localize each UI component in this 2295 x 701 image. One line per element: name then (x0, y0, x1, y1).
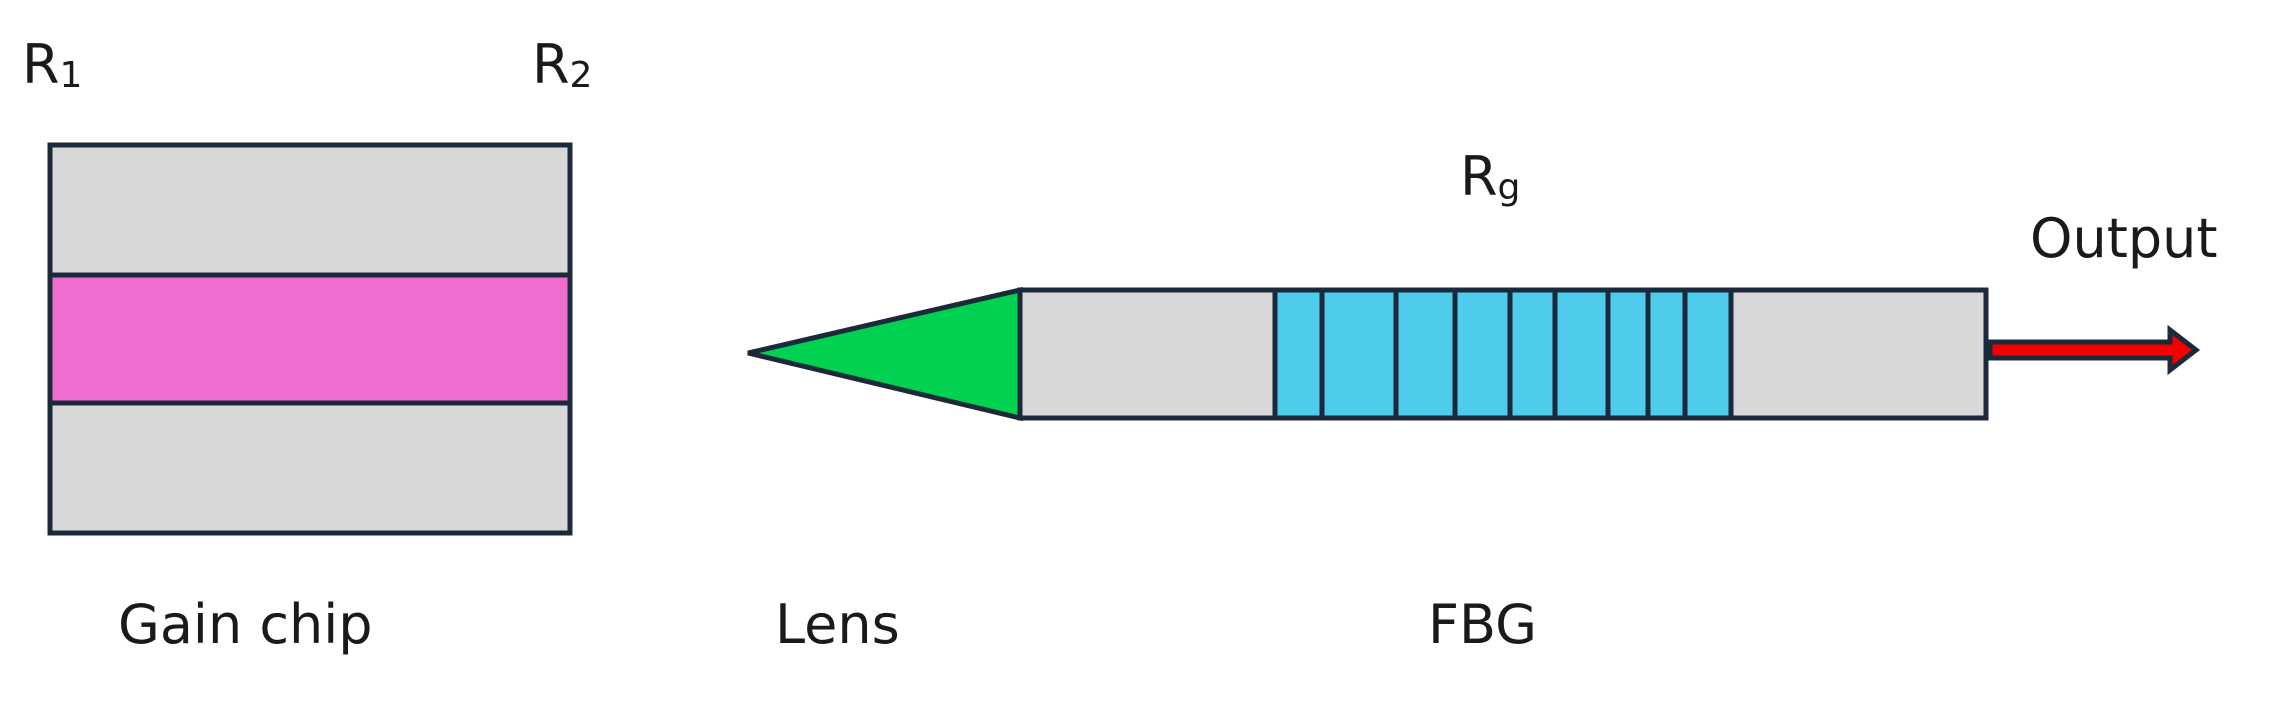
rg-main: R (1460, 145, 1498, 208)
fiber (1017, 287, 1989, 421)
gain-chip-top-layer (47, 142, 573, 278)
gain-chip-label: Gain chip (118, 593, 373, 656)
output-label: Output (2030, 207, 2218, 270)
rg-subscript: g (1497, 167, 1521, 208)
fbg-grating-region (1272, 287, 1734, 421)
r2-main: R (532, 33, 570, 96)
fiber-segment-left (1017, 287, 1278, 421)
r1-subscript: 1 (59, 55, 83, 96)
rg-label: Rg (1460, 150, 1520, 206)
output-arrow (1987, 324, 2201, 376)
r2-label: R2 (532, 38, 592, 94)
fbg-grating-lines (1319, 290, 1688, 418)
gain-chip (47, 142, 573, 536)
gain-chip-bottom-layer (47, 400, 573, 536)
r1-main: R (22, 33, 60, 96)
lens-label: Lens (775, 593, 900, 656)
lens-tip (747, 286, 1023, 422)
fbg-label: FBG (1428, 593, 1538, 656)
r1-label: R1 (22, 38, 82, 94)
r2-subscript: 2 (569, 55, 593, 96)
gain-chip-active-layer (47, 272, 573, 406)
fiber-segment-right (1728, 287, 1989, 421)
